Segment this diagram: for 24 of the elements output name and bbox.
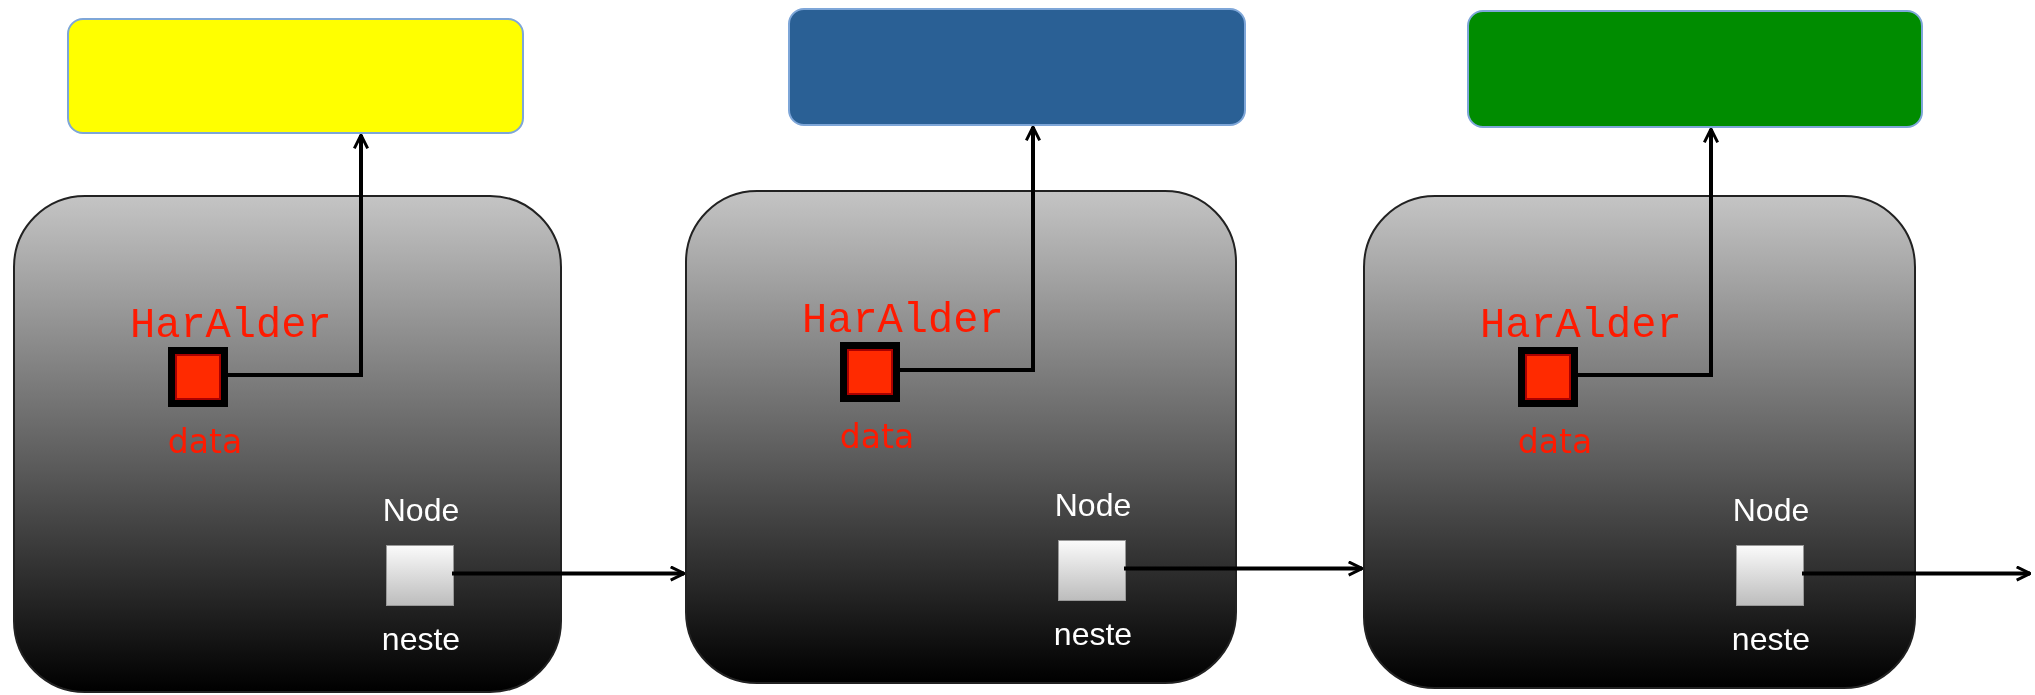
node-card — [13, 195, 562, 693]
color-box — [67, 18, 524, 134]
class-label: HarAlder — [1480, 302, 1682, 350]
field-label: neste — [1053, 616, 1133, 653]
arrow — [1124, 560, 1364, 577]
color-box — [1467, 10, 1923, 128]
type-label: Node — [1054, 487, 1132, 524]
field-label: neste — [381, 621, 461, 658]
arrow — [226, 133, 370, 377]
node-card — [1363, 195, 1916, 689]
type-label: Node — [382, 492, 460, 529]
arrow — [1576, 127, 1720, 377]
field-label: data — [167, 422, 243, 461]
color-box — [788, 8, 1246, 126]
arrow — [1802, 565, 2032, 582]
type-label: Node — [1732, 492, 1810, 529]
field-label: data — [1517, 422, 1593, 461]
node-card — [685, 190, 1237, 684]
arrow — [898, 125, 1042, 372]
class-label: HarAlder — [802, 297, 1004, 345]
field-label: data — [839, 417, 915, 456]
arrow — [452, 565, 686, 582]
field-label: neste — [1731, 621, 1811, 658]
class-label: HarAlder — [130, 302, 332, 350]
